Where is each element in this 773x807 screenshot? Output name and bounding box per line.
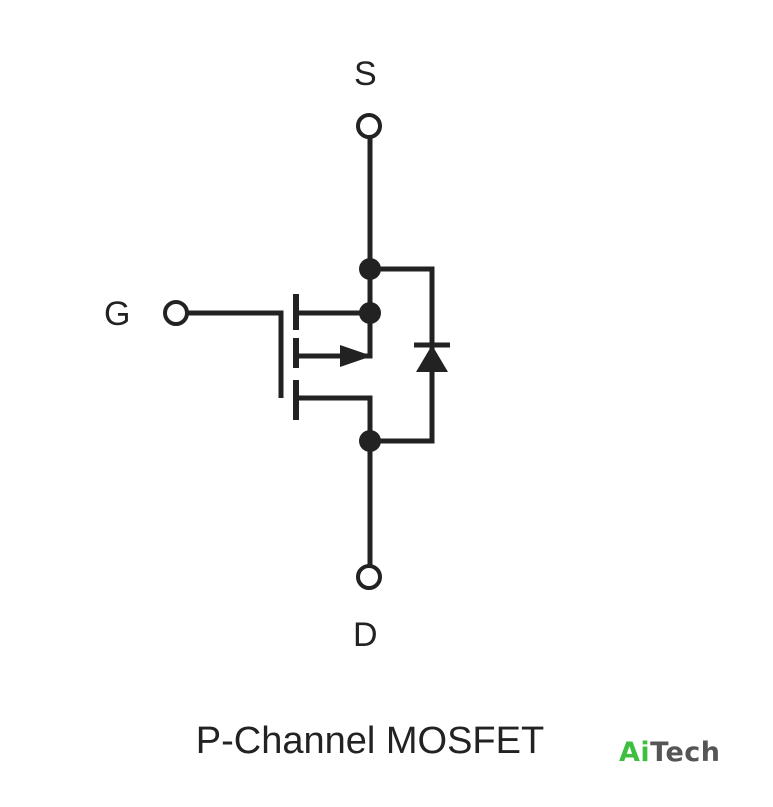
junction-dot-drain: [359, 430, 381, 452]
drain-label: D: [353, 616, 378, 654]
logo-ai-text: Ai: [619, 737, 651, 768]
gate-label: G: [104, 295, 131, 333]
diode-loop: [370, 266, 435, 444]
aitech-logo: AiTech: [619, 739, 721, 766]
diagram-caption: P-Channel MOSFET: [195, 720, 545, 762]
junction-dot-channel: [359, 302, 381, 324]
junction-dot-source: [359, 258, 381, 280]
body-arrow-head: [340, 345, 372, 367]
logo-tech-text: Tech: [650, 737, 721, 768]
gate-terminal: [163, 300, 189, 326]
source-label: S: [354, 55, 377, 93]
diode-triangle: [416, 345, 448, 372]
drain-channel-link: [296, 395, 373, 441]
drain-terminal: [356, 564, 382, 590]
source-terminal: [356, 113, 382, 139]
gate-wire: [188, 310, 284, 398]
